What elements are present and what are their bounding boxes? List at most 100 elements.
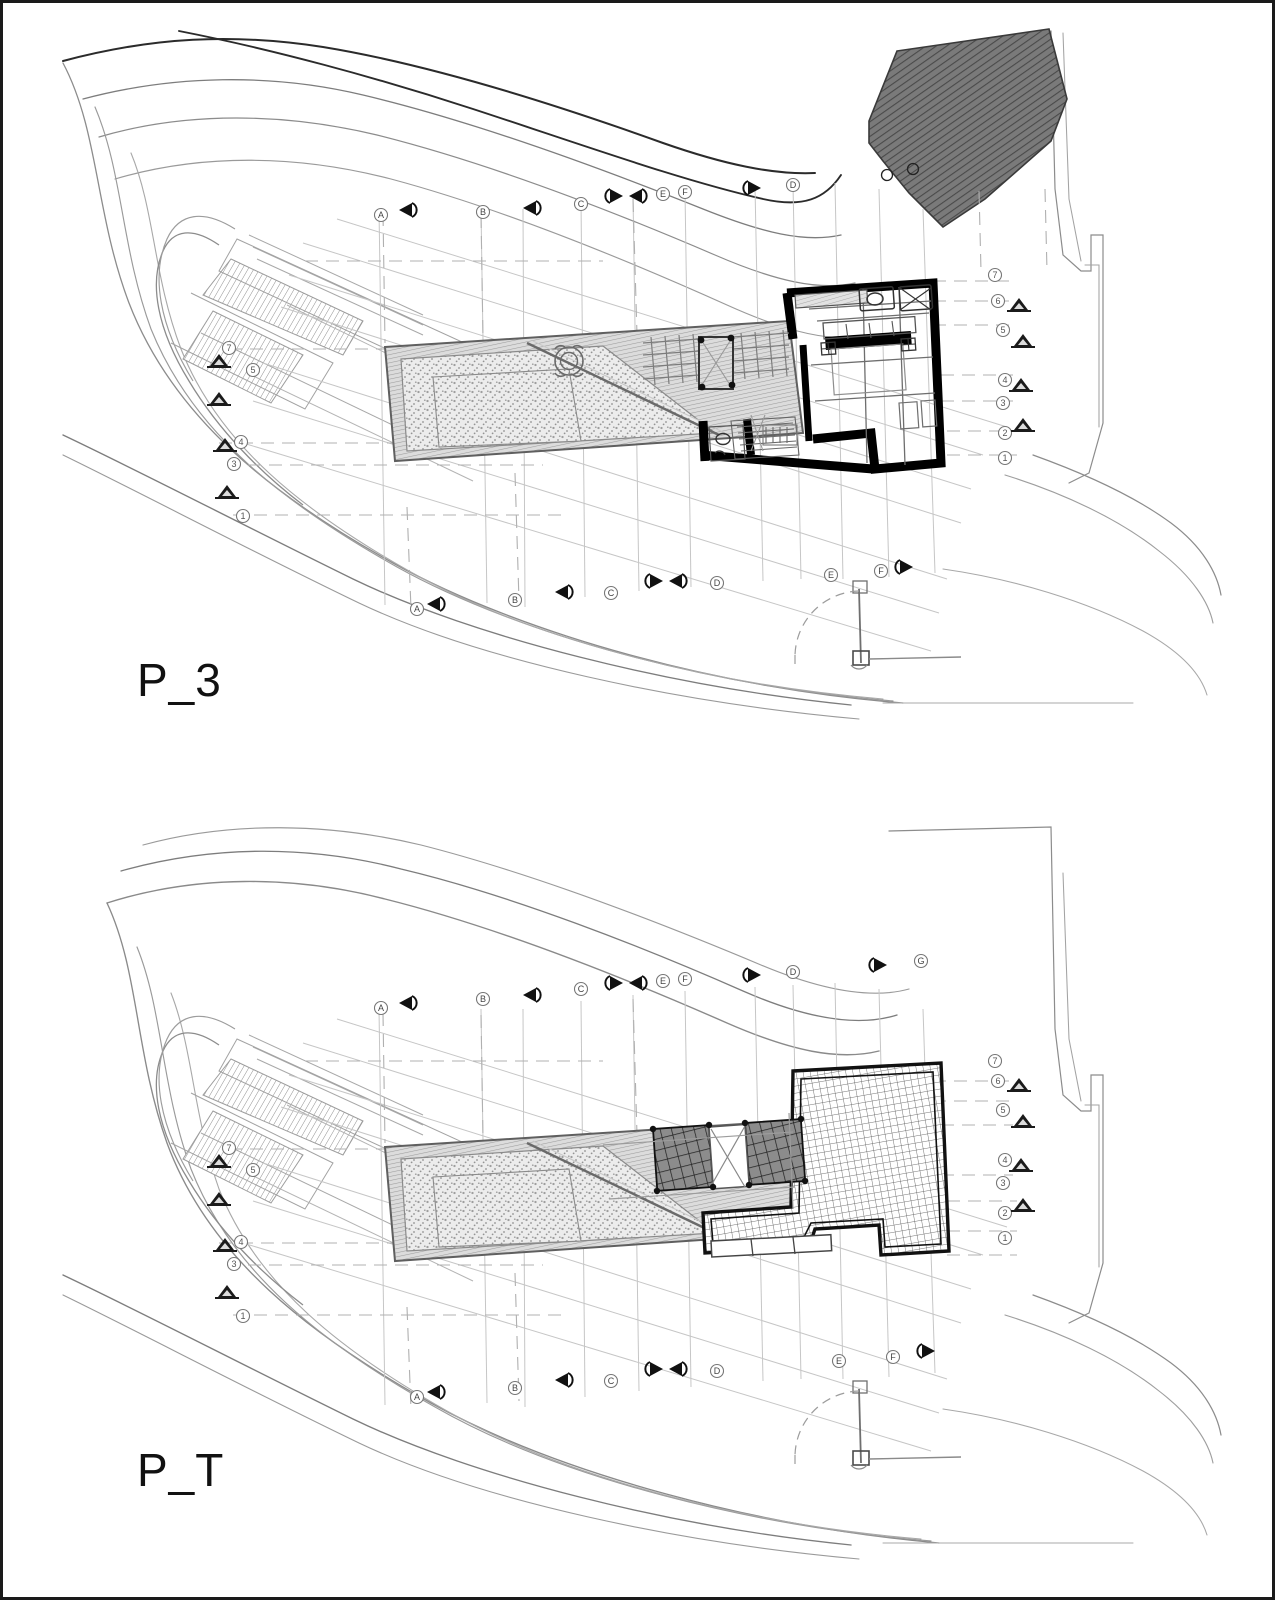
contour-marker: 1	[997, 1230, 1013, 1246]
svg-text:C: C	[608, 1376, 615, 1386]
svg-text:C: C	[578, 199, 585, 209]
section-marker: A	[373, 995, 418, 1016]
contour-marker: 5	[995, 322, 1011, 338]
lower-bottom-section-markers: A B C D E F	[409, 1343, 936, 1405]
svg-text:6: 6	[995, 1076, 1000, 1086]
svg-text:3: 3	[1000, 398, 1005, 408]
contour-marker: 7	[987, 1053, 1003, 1069]
section-marker: E	[655, 186, 671, 202]
svg-text:F: F	[682, 187, 688, 197]
contour-marker: 3	[226, 456, 242, 472]
svg-text:1: 1	[240, 1311, 245, 1321]
contour-marker: 4	[233, 1234, 249, 1250]
upper-building-plan	[642, 278, 946, 474]
staircase-upper	[730, 414, 800, 460]
contour-marker: 7	[221, 1140, 237, 1156]
section-marker: D	[709, 1363, 725, 1379]
tree-marker	[214, 1284, 240, 1299]
bathroom-fixtures-upper	[858, 284, 934, 312]
tree-marker	[1008, 1157, 1034, 1172]
svg-text:1: 1	[1002, 453, 1007, 463]
patio-table-icon	[554, 344, 584, 378]
section-marker: F	[885, 1349, 901, 1365]
section-marker: G	[913, 953, 929, 969]
svg-text:D: D	[790, 180, 797, 190]
svg-text:C: C	[578, 984, 585, 994]
tree-marker	[1010, 1113, 1036, 1128]
section-marker: B	[475, 204, 491, 220]
section-marker: C	[603, 1373, 619, 1389]
contour-marker: 7	[987, 267, 1003, 283]
section-marker	[604, 975, 648, 991]
plan-label-lower: P_T	[137, 1444, 225, 1496]
svg-text:B: B	[480, 207, 486, 217]
upper-bottom-section-markers: A B C D E F	[409, 559, 914, 617]
bedroom-furniture-upper	[820, 315, 938, 430]
svg-text:4: 4	[238, 437, 243, 447]
section-marker: B	[507, 1380, 523, 1396]
section-marker: F	[873, 563, 889, 579]
svg-text:D: D	[714, 578, 721, 588]
svg-text:D: D	[790, 967, 797, 977]
svg-text:7: 7	[226, 343, 231, 353]
section-marker	[554, 1372, 574, 1388]
tree-marker	[206, 1191, 232, 1206]
svg-text:G: G	[917, 956, 924, 966]
contour-marker: 1	[997, 450, 1013, 466]
svg-text:A: A	[378, 210, 384, 220]
section-marker: A	[373, 202, 418, 223]
upper-top-section-markers: A B C E F D	[373, 177, 801, 223]
contour-marker: 3	[226, 1256, 242, 1272]
contour-marker: 4	[233, 434, 249, 450]
section-marker: C	[573, 196, 589, 212]
svg-text:7: 7	[992, 270, 997, 280]
section-marker: B	[507, 592, 523, 608]
svg-text:6: 6	[995, 296, 1000, 306]
section-marker	[522, 987, 542, 1003]
contour-marker: 6	[990, 293, 1006, 309]
contour-marker: 2	[997, 425, 1013, 441]
section-marker	[644, 1361, 688, 1377]
svg-text:A: A	[378, 1003, 384, 1013]
section-marker	[868, 957, 888, 973]
upper-gate-swing	[794, 580, 962, 670]
svg-text:E: E	[828, 570, 834, 580]
svg-text:A: A	[414, 1392, 420, 1402]
section-marker: F	[677, 971, 693, 987]
svg-text:B: B	[512, 1383, 518, 1393]
roof-glazing-panels	[649, 1115, 809, 1195]
svg-text:4: 4	[1002, 1155, 1007, 1165]
svg-text:E: E	[836, 1356, 842, 1366]
contour-marker: 1	[235, 508, 251, 524]
upper-right-contour-markers: 7 6 5 4 3 2 1	[987, 267, 1036, 466]
svg-text:B: B	[512, 595, 518, 605]
contour-marker: 4	[997, 1152, 1013, 1168]
svg-text:B: B	[480, 994, 486, 1004]
section-marker: E	[823, 567, 839, 583]
tree-marker	[1006, 1077, 1032, 1092]
contour-marker: 7	[221, 340, 237, 356]
lower-dashed-lines	[219, 998, 1017, 1410]
contour-marker: 3	[995, 395, 1011, 411]
svg-text:E: E	[660, 976, 666, 986]
plan-label-upper: P_3	[137, 654, 222, 706]
svg-text:5: 5	[250, 365, 255, 375]
section-marker	[916, 1343, 936, 1359]
section-marker: E	[655, 973, 671, 989]
contour-marker: 6	[990, 1073, 1006, 1089]
contour-marker: 2	[997, 1205, 1013, 1221]
svg-text:E: E	[660, 189, 666, 199]
section-marker	[742, 967, 762, 983]
lower-site-contours	[62, 826, 1222, 1560]
svg-text:7: 7	[226, 1143, 231, 1153]
svg-text:1: 1	[240, 511, 245, 521]
upper-switchback-path	[155, 215, 564, 506]
section-marker: F	[677, 184, 693, 200]
contour-marker: 5	[245, 362, 261, 378]
svg-text:4: 4	[238, 1237, 243, 1247]
svg-text:2: 2	[1002, 428, 1007, 438]
lower-gate-swing	[794, 1380, 962, 1470]
section-marker: A	[409, 596, 446, 617]
svg-text:D: D	[714, 1366, 721, 1376]
